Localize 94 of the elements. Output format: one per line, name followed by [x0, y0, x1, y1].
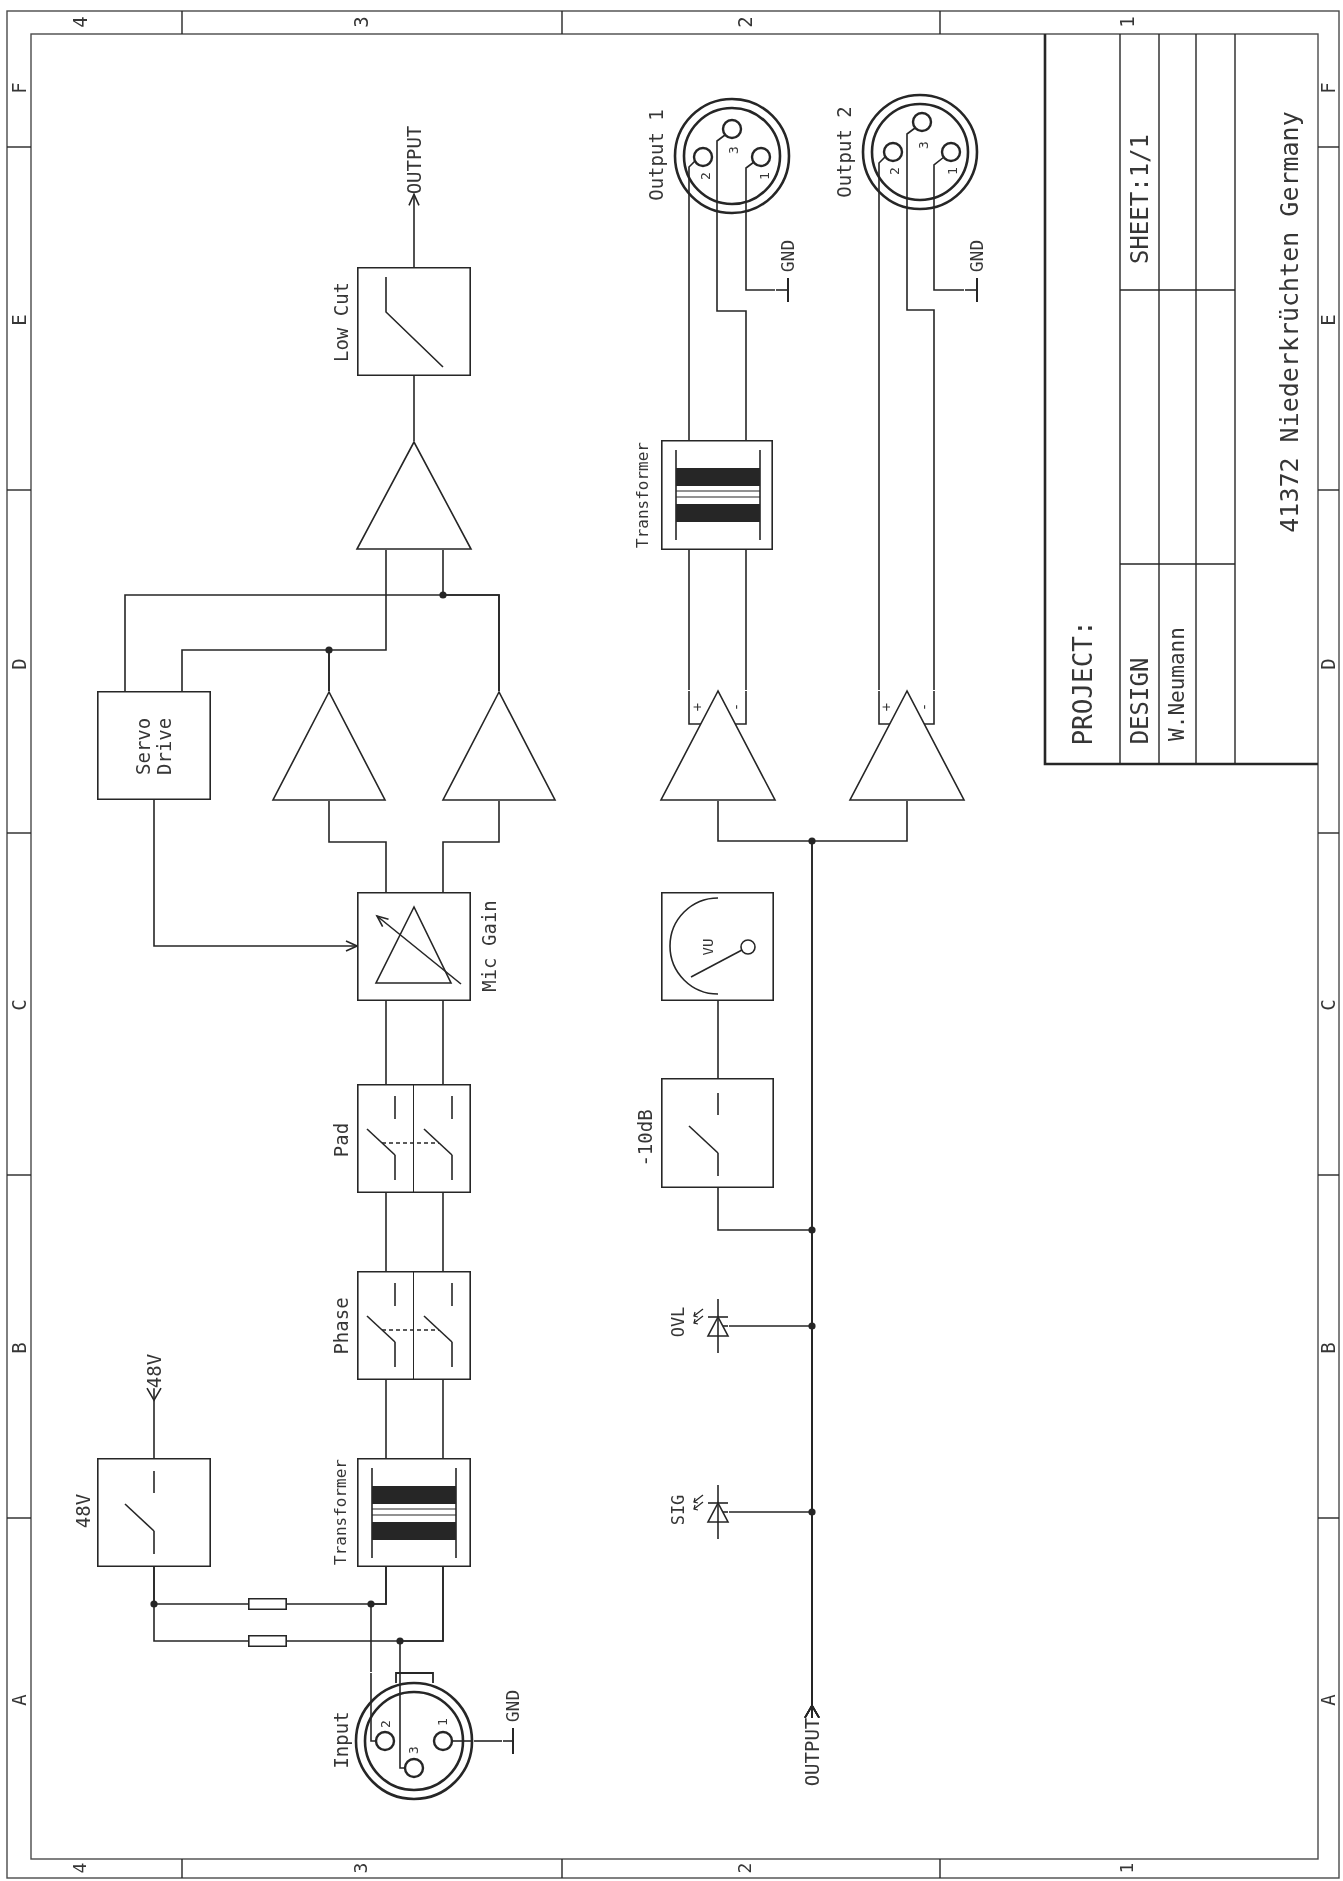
pin-number: 3 — [406, 1746, 422, 1754]
resistor-symbol — [248, 1598, 287, 1610]
pin-number: 2 — [378, 1720, 394, 1728]
pin-number: 3 — [916, 141, 932, 149]
port-wire — [146, 1387, 162, 1459]
zone-marker: D — [1318, 658, 1338, 670]
wire — [153, 1566, 249, 1642]
wire — [124, 594, 500, 692]
wire — [328, 800, 387, 893]
zone-marker: E — [1318, 314, 1338, 326]
block-label: 48V — [72, 1493, 94, 1529]
connector-label: Input — [330, 1711, 352, 1769]
zone-marker: 1 — [1118, 1862, 1136, 1874]
designer-name: W.Neumann — [1166, 627, 1190, 741]
polarity-sign: + — [690, 702, 706, 712]
zone-marker: 1 — [1117, 16, 1137, 28]
zone-marker: B — [9, 1342, 29, 1354]
polarity-sign: + — [879, 702, 895, 712]
amplifier-triangle — [442, 691, 556, 801]
wire — [716, 212, 747, 441]
block-label: Pad — [330, 1122, 352, 1158]
amplifier-triangle — [356, 441, 472, 550]
polarity-sign: - — [729, 702, 745, 712]
pin-number: 2 — [698, 172, 714, 180]
ground-label: GND — [967, 239, 987, 273]
zone-marker: B — [1318, 1342, 1338, 1354]
wire — [878, 208, 880, 691]
pin-number: 3 — [726, 146, 742, 154]
connector-label: Output 1 — [645, 109, 667, 201]
pin-number: 1 — [945, 167, 961, 175]
wire — [745, 212, 776, 291]
sheet-number: SHEET:1/1 — [1126, 134, 1154, 264]
port-wire — [804, 800, 908, 1719]
resistor-symbol — [248, 1635, 287, 1647]
wire — [181, 649, 330, 692]
port-label: 48V — [143, 1353, 165, 1389]
wire — [906, 208, 935, 691]
zone-marker: 3 — [351, 16, 371, 28]
wire — [442, 1000, 444, 1085]
zone-marker: D — [9, 658, 29, 670]
indicator-label: SIG — [668, 1494, 688, 1526]
zone-marker: 2 — [735, 16, 755, 28]
zone-marker: E — [9, 314, 29, 326]
wire — [442, 1379, 444, 1459]
zone-marker: 4 — [71, 1862, 89, 1874]
wire — [473, 1740, 503, 1742]
block-text: VU — [701, 938, 717, 956]
wire — [385, 1192, 387, 1272]
zone-marker: C — [9, 999, 29, 1011]
wire — [717, 1000, 719, 1079]
block-label: Transformer — [634, 442, 652, 548]
zone-marker: A — [1318, 1694, 1338, 1706]
title-block-label: DESIGN — [1126, 657, 1154, 745]
ground-label: GND — [503, 1689, 523, 1723]
wire — [385, 1379, 387, 1459]
zone-marker: F — [1318, 82, 1338, 94]
port-label: OUTPUT — [403, 125, 425, 195]
arrow — [153, 799, 358, 952]
pin-number: 1 — [757, 172, 773, 180]
ground-label: GND — [778, 239, 798, 273]
block-text: Servo Drive — [133, 716, 175, 777]
zone-marker: 3 — [352, 1862, 370, 1874]
zone-marker: C — [1318, 999, 1338, 1011]
wire — [442, 1192, 444, 1272]
polarity-sign: - — [917, 702, 933, 712]
servo-block — [97, 691, 211, 800]
block-label: Low Cut — [330, 281, 352, 363]
block-label: Transformer — [332, 1459, 350, 1565]
zone-marker: 2 — [736, 1862, 754, 1874]
connector-label: Output 2 — [833, 106, 855, 198]
indicator-label: OVL — [668, 1306, 688, 1338]
amplifier-triangle — [272, 691, 386, 801]
title-block-label: PROJECT: — [1068, 620, 1098, 746]
wire — [442, 800, 500, 893]
zone-marker: F — [9, 82, 29, 94]
wire — [286, 1566, 444, 1642]
block-label: -10dB — [634, 1109, 656, 1167]
pin-number: 1 — [435, 1718, 451, 1726]
wire — [688, 212, 690, 441]
zone-marker: 4 — [70, 16, 90, 28]
wire — [688, 549, 690, 691]
pin-number: 2 — [887, 167, 903, 175]
port-label: OUTPUT — [801, 1717, 823, 1787]
block-label: Mic Gain — [478, 900, 500, 992]
arrow — [408, 193, 420, 268]
wire — [745, 549, 747, 691]
zone-marker: A — [9, 1694, 29, 1706]
wire — [933, 208, 965, 291]
meter-block — [661, 892, 774, 1001]
wire — [413, 375, 415, 442]
company-address: 41372 Niederkrüchten Germany — [1276, 111, 1304, 533]
block-label: Phase — [330, 1297, 352, 1355]
wire — [286, 1566, 387, 1605]
wire — [385, 1000, 387, 1085]
